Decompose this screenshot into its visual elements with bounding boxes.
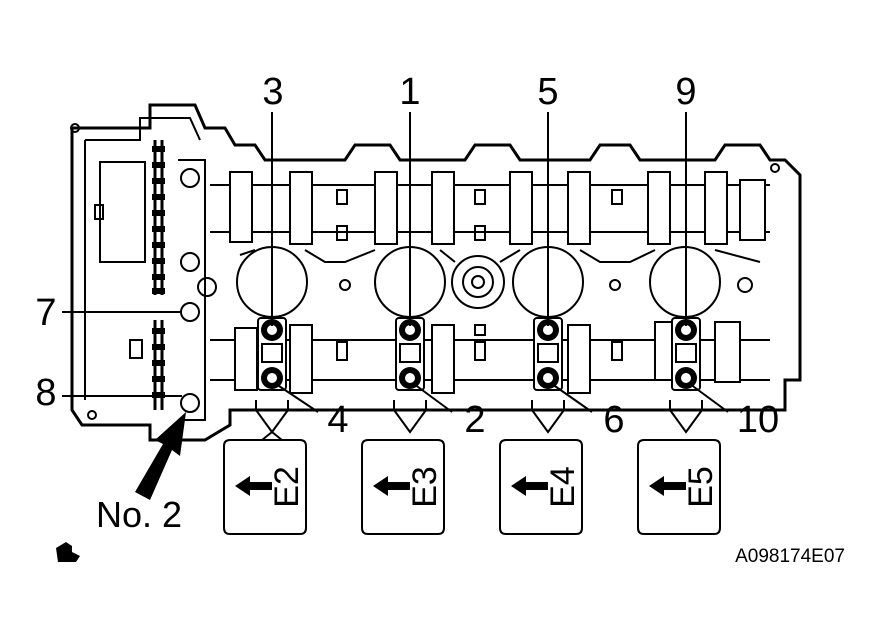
bolt-label-10: 10 [737, 399, 779, 441]
bolt-label-3: 3 [262, 71, 283, 113]
intake-camshaft [210, 171, 770, 245]
cap-callouts: E2 E3 E4 E5 [223, 400, 721, 535]
spark-plug-bores [236, 246, 761, 318]
top-bolt-labels: 3 1 5 9 [262, 71, 697, 326]
callout-e3: E3 [361, 400, 445, 535]
no2-label: No. 2 [96, 494, 182, 535]
bearing-cap-e4 [533, 317, 563, 391]
callout-e4: E4 [499, 400, 583, 535]
timing-chain [129, 140, 165, 410]
figure-code: A098174E07 [735, 546, 845, 567]
lower-bolt-labels: 4 2 6 10 [275, 383, 779, 441]
bolt-label-4: 4 [327, 399, 348, 441]
bolt-label-2: 2 [464, 399, 485, 441]
no2-pointer: No. 2 [96, 412, 186, 535]
bolt-label-6: 6 [603, 399, 624, 441]
callout-e5: E5 [637, 400, 721, 535]
cap-label-e5: E5 [682, 466, 720, 508]
cylinder-head-outline [70, 103, 802, 442]
cap-label-e3: E3 [406, 466, 444, 508]
bolt-label-9: 9 [675, 71, 696, 113]
bolt-label-7: 7 [35, 292, 56, 334]
cap-label-e4: E4 [544, 466, 582, 508]
chain-cover-bolts [178, 159, 217, 421]
bolt-label-5: 5 [537, 71, 558, 113]
callout-e2: E2 [223, 400, 307, 535]
bearing-cap-e3 [395, 317, 425, 391]
bearing-cap-e2 [257, 317, 287, 391]
bolt-label-8: 8 [35, 372, 56, 414]
side-bolt-labels: 7 8 [35, 292, 182, 414]
no2-arrow-icon [135, 412, 186, 500]
cap-label-e2: E2 [268, 466, 306, 508]
bolt-label-1: 1 [399, 71, 420, 113]
bearing-cap-e5 [671, 317, 701, 391]
hand-symbol-icon [56, 542, 80, 562]
